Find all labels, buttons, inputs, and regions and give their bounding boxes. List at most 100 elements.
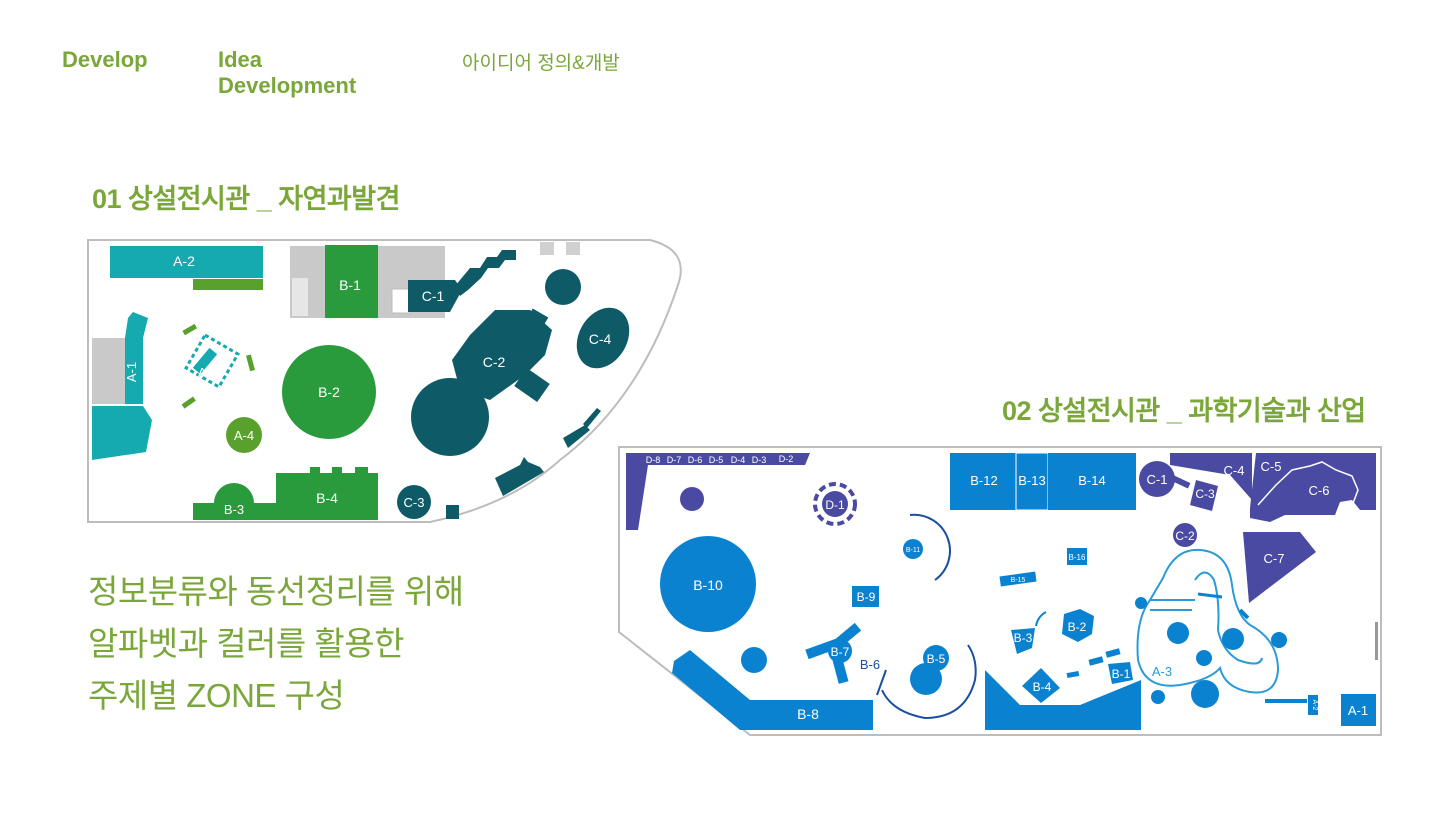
hall1-stairs <box>292 278 308 316</box>
hall1-label-c2: C-2 <box>483 354 506 370</box>
hall2-label-b13: B-13 <box>1018 473 1045 488</box>
hall2-zone-b4[interactable] <box>1022 668 1060 703</box>
hall2-zone-b10[interactable] <box>660 536 756 632</box>
hall2-zone-b3[interactable] <box>1011 628 1035 654</box>
hall1-pillar <box>566 242 580 255</box>
hall1-zone-a2[interactable] <box>110 246 263 278</box>
hall2-zone-d-strip[interactable] <box>626 453 810 530</box>
hall2-label-a2: A-2 <box>1311 700 1318 711</box>
hall2-bench <box>1066 671 1080 679</box>
hall2-label-d4: D-4 <box>731 455 746 465</box>
hall2-label-b7: B-7 <box>831 645 850 659</box>
hall2-zone-b16[interactable] <box>1067 548 1087 565</box>
hall2-zone-b14[interactable] <box>1048 453 1136 510</box>
hall2-curve-small <box>1035 611 1047 627</box>
hall2-zone-b8[interactable] <box>672 650 873 730</box>
hall2-label-d5: D-5 <box>709 455 724 465</box>
hall1-label-c4: C-4 <box>589 331 612 347</box>
phase-korean: 아이디어 정의&개발 <box>462 53 620 74</box>
hall1-label-a3: A-3 <box>198 365 218 380</box>
hall2-label-b8: B-8 <box>797 706 819 722</box>
phase-line-1: Idea <box>218 47 263 72</box>
hall2-label-b5: B-5 <box>927 652 946 666</box>
hall2-zone-b9[interactable] <box>852 586 879 607</box>
hall2-wall-line <box>876 669 887 696</box>
hall2-door <box>1375 622 1378 660</box>
hall1-wall-panel <box>563 425 590 448</box>
hall2-zone-b11[interactable] <box>903 539 923 559</box>
hall2-round-exhibit <box>741 647 767 673</box>
phase-label: Idea Development <box>218 47 356 99</box>
hall2-zone-b1[interactable] <box>1108 662 1133 684</box>
hall1-zone-c4[interactable] <box>566 298 640 377</box>
hall2-zone-a2[interactable] <box>1308 695 1318 715</box>
hall2-zone-c4[interactable] <box>1170 453 1252 500</box>
hall1-service-area <box>92 338 125 404</box>
hall1-bench <box>182 323 198 336</box>
hall1-label-a4: A-4 <box>234 428 254 443</box>
hall1-bench <box>245 354 255 372</box>
description-line-1: 정보분류와 동선정리를 위해 <box>88 573 464 610</box>
hall2-label-b10: B-10 <box>693 577 723 593</box>
hall1-wall-panel <box>583 408 601 428</box>
hall1-label-b2: B-2 <box>318 384 340 400</box>
hall1-label-c3: C-3 <box>404 495 425 510</box>
hall2-label-c1: C-1 <box>1147 472 1168 487</box>
hall2-label-d8: D-8 <box>646 455 661 465</box>
hall2-label-a1: A-1 <box>1348 703 1368 718</box>
hall2-label-d6: D-6 <box>688 455 703 465</box>
hall2-zone-a3[interactable] <box>1135 548 1287 708</box>
hall1-zone-c2[interactable] <box>411 308 552 456</box>
hall2-label-b4: B-4 <box>1033 680 1052 694</box>
hall2-label-c5: C-5 <box>1261 459 1282 474</box>
hall2-zone-d1-ring <box>813 482 857 526</box>
hall1-zone-b2[interactable] <box>282 345 376 439</box>
hall2-bench <box>1105 648 1121 658</box>
hall1-floorplan: A-2 A-1 A-3 A-4 B-1 B-2 B-3 B-4 C-1 <box>87 239 682 523</box>
hall2-zone-c5-c6[interactable] <box>1250 453 1376 522</box>
hall1-zone-a1-top <box>125 312 148 338</box>
hall2-curve-wall <box>909 513 951 581</box>
hall2-zone-c2[interactable] <box>1173 523 1197 547</box>
hall1-round-exhibit <box>545 269 581 305</box>
hall2-round-exhibit <box>680 487 704 511</box>
hall2-zone-c1[interactable] <box>1139 461 1175 497</box>
description: 정보분류와 동선정리를 위해 알파벳과 컬러를 활용한 주제별 ZONE 구성 <box>88 566 464 722</box>
hall2-zone-b12[interactable] <box>950 453 1016 510</box>
hall2-zone-a2-bar <box>1265 699 1307 703</box>
hall1-zone-a1[interactable] <box>125 338 143 404</box>
description-line-3: 주제별 ZONE 구성 <box>88 677 345 714</box>
hall2-title: 02 상설전시관 _ 과학기술과 산업 <box>1002 396 1366 426</box>
hall2-zone-c7[interactable] <box>1243 532 1316 603</box>
hall2-zone-b15[interactable] <box>999 571 1037 587</box>
hall2-label-b6: B-6 <box>860 657 880 672</box>
hall2-zone-b7[interactable] <box>805 622 862 684</box>
hall2-zone-c3[interactable] <box>1190 480 1218 511</box>
hall2-zone-b2[interactable] <box>1062 609 1094 642</box>
hall2-label-b9: B-9 <box>857 590 876 604</box>
hall2-label-b15: B-15 <box>1011 577 1026 584</box>
hall2-label-a3: A-3 <box>1152 664 1172 679</box>
hall1-label-b3: B-3 <box>224 502 244 517</box>
hall2-connector <box>1171 475 1191 489</box>
hall1-zone-c3[interactable] <box>397 485 431 519</box>
hall1-zone-c1[interactable] <box>408 280 462 312</box>
hall1-zone-b1[interactable] <box>325 245 378 318</box>
hall1-zone-b4[interactable] <box>276 467 378 520</box>
hall2-label-d2: D-2 <box>779 454 794 464</box>
hall1-zone-a4[interactable] <box>226 417 262 453</box>
hall2-zone-a1[interactable] <box>1341 694 1376 726</box>
hall1-zone-a3[interactable] <box>183 332 241 390</box>
hall2-label-b16: B-16 <box>1069 553 1086 562</box>
hall2-floorplan: D-8 D-7 D-6 D-5 D-4 D-3 D-2 D-1 B-10 B-1… <box>618 446 1382 736</box>
hall2-zone-b13[interactable] <box>1015 452 1049 511</box>
hall2-zone-d1[interactable] <box>822 491 848 517</box>
hall1-zone-b3[interactable] <box>193 483 276 520</box>
hall1-label-a2: A-2 <box>173 253 195 269</box>
hall1-wall-panel <box>446 505 459 519</box>
hall2-label-b14: B-14 <box>1078 473 1105 488</box>
hall2-label-c2: C-2 <box>1175 529 1195 543</box>
hall2-label-c7: C-7 <box>1264 551 1285 566</box>
hall2-label-d1: D-1 <box>825 498 845 512</box>
